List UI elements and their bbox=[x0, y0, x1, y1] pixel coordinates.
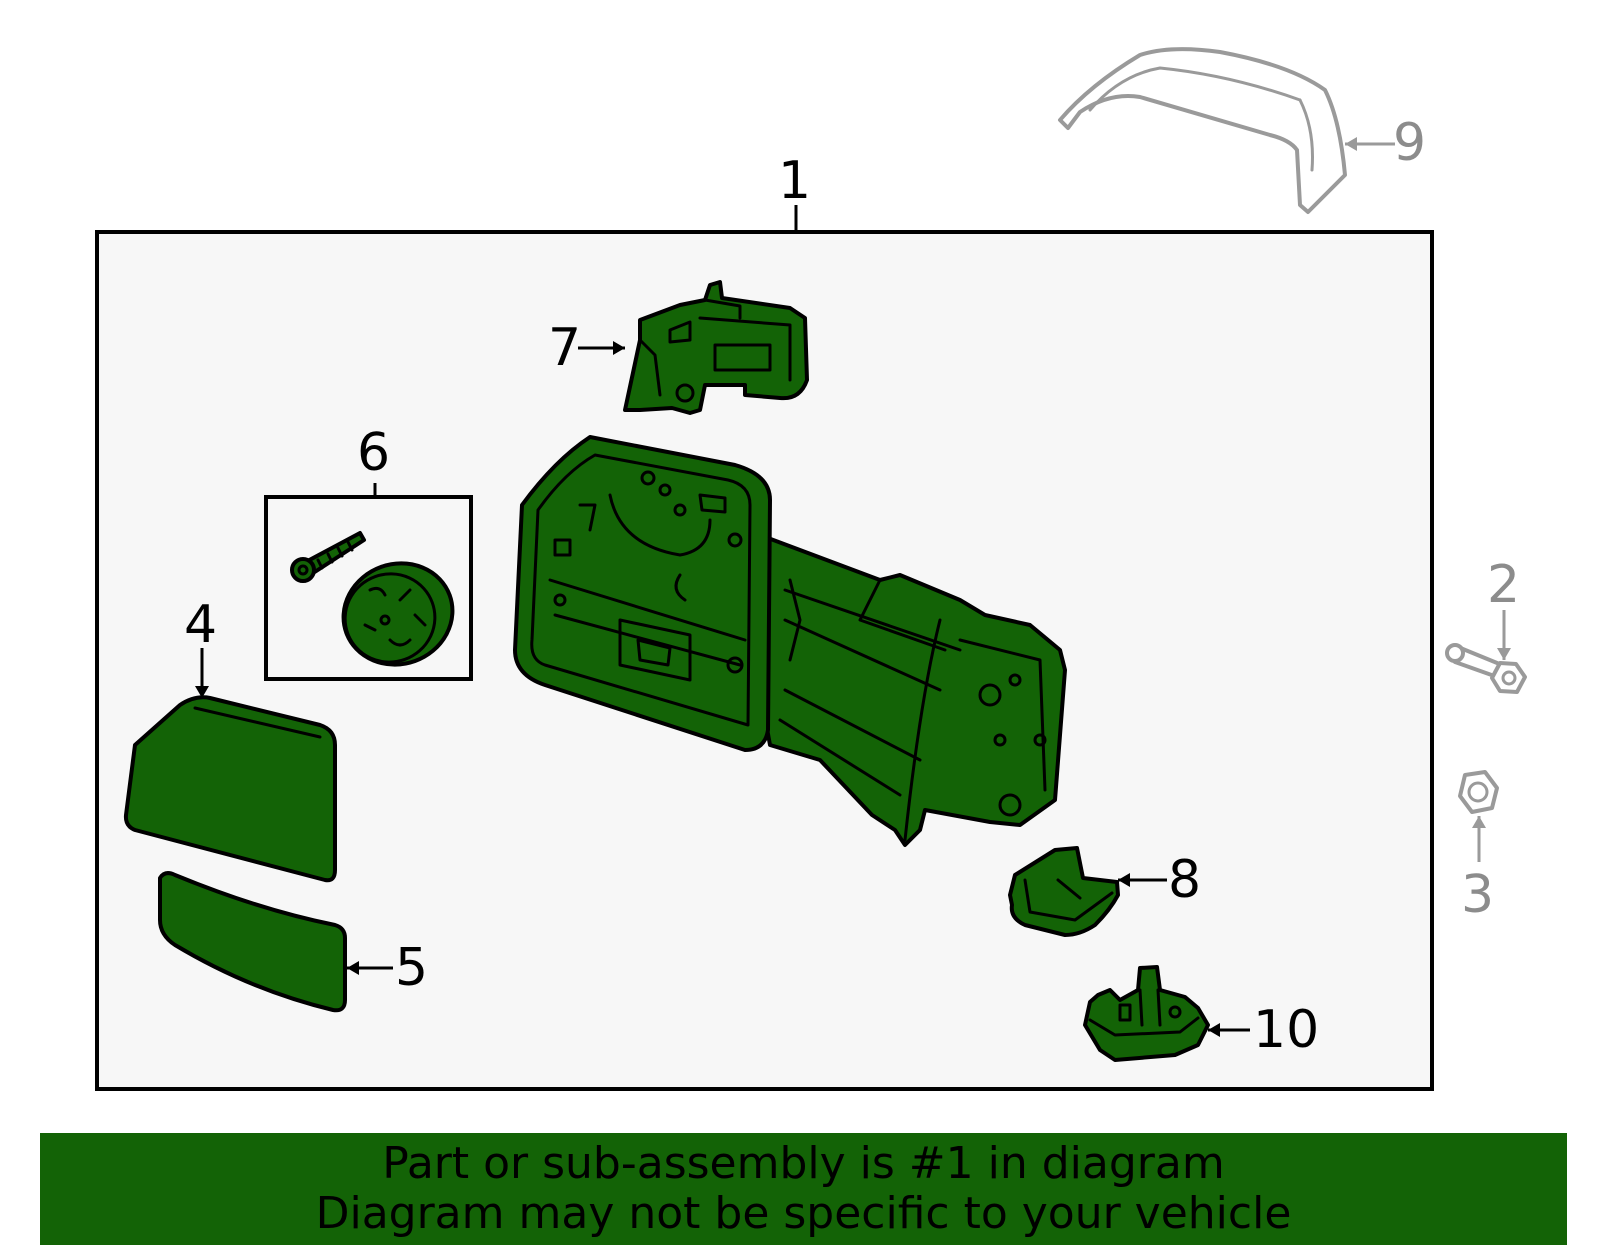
callout-4-arrow bbox=[195, 686, 209, 698]
part-3-nut bbox=[1458, 770, 1499, 814]
banner-line-1: Part or sub-assembly is #1 in diagram bbox=[382, 1138, 1225, 1189]
callout-1: 1 bbox=[778, 151, 811, 211]
callout-7-arrow bbox=[613, 341, 625, 355]
callout-3: 3 bbox=[1461, 865, 1494, 925]
part-2-bolt bbox=[1445, 643, 1527, 694]
part-8-lamp bbox=[1008, 846, 1120, 937]
banner-line-2: Diagram may not be specific to your vehi… bbox=[315, 1188, 1292, 1239]
callout-10: 10 bbox=[1253, 1000, 1319, 1060]
callout-8: 8 bbox=[1168, 850, 1201, 910]
callout-5: 5 bbox=[395, 938, 428, 998]
part-9-cap bbox=[1058, 47, 1347, 214]
callout-4: 4 bbox=[184, 595, 217, 655]
part-10-connector bbox=[1083, 965, 1210, 1062]
callout-2-arrow bbox=[1497, 648, 1511, 660]
callout-7: 7 bbox=[548, 318, 581, 378]
callout-5-arrow bbox=[347, 961, 359, 975]
part-6-screw bbox=[290, 531, 366, 583]
callout-6: 6 bbox=[357, 423, 390, 483]
callout-2: 2 bbox=[1487, 555, 1520, 615]
callout-9: 9 bbox=[1393, 113, 1426, 173]
part-5-lower-glass bbox=[158, 871, 347, 1013]
callout-3-arrow bbox=[1472, 816, 1486, 828]
info-banner: Part or sub-assembly is #1 in diagram Di… bbox=[40, 1133, 1567, 1245]
part-7-bracket bbox=[623, 280, 809, 415]
part-6-motor bbox=[341, 561, 455, 667]
callout-10-arrow bbox=[1208, 1023, 1220, 1037]
callout-9-arrow bbox=[1345, 137, 1357, 151]
part-1-mirror-housing bbox=[513, 435, 1067, 847]
callout-8-arrow bbox=[1118, 873, 1130, 887]
